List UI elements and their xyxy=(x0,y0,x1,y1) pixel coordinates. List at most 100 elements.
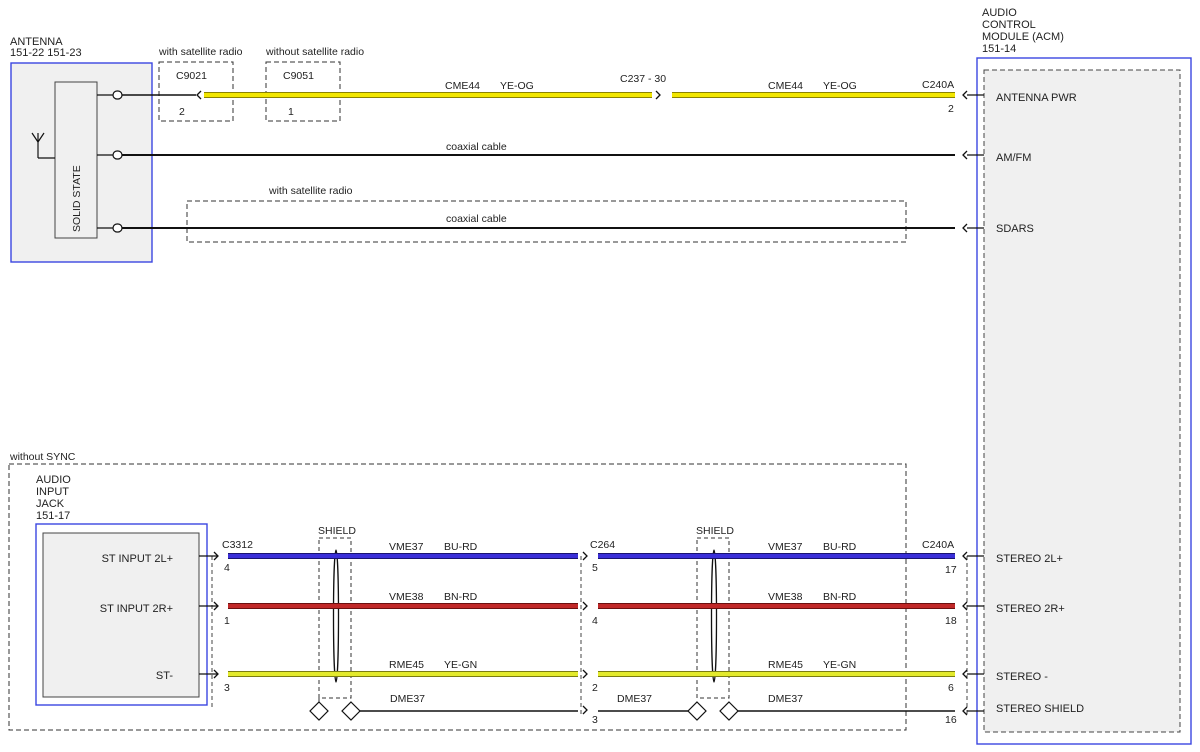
solid-state-block xyxy=(54,81,98,239)
connector-c240a-bottom-group: C240A 17 18 6 16 xyxy=(922,539,984,726)
connector-c240a-top-pin: 2 xyxy=(948,103,954,115)
connector-c237-arrow xyxy=(655,90,661,100)
without-sync-group: without SYNC AUDIO INPUT JACK 151-17 ST … xyxy=(8,451,984,731)
label-with-sat-radio-2: with satellite radio xyxy=(268,185,353,197)
wire-coax-amfm: coaxial cable xyxy=(122,141,984,160)
c3312-pin-1: 1 xyxy=(224,615,230,627)
ground-left-a-icon xyxy=(309,701,329,721)
cme44-circuit-b: CME44 xyxy=(768,80,803,92)
label-with-sat-radio: with satellite radio xyxy=(158,46,243,58)
vme37-color-b: BU-RD xyxy=(823,541,857,553)
option-boxes-top: with satellite radio C9021 2 without sat… xyxy=(158,46,364,122)
jack-title-2: INPUT xyxy=(36,486,69,498)
shield-left-label: SHIELD xyxy=(318,525,356,537)
coax-amfm-label: coaxial cable xyxy=(446,141,507,153)
jack-title-4: 151-17 xyxy=(36,510,70,522)
rme45-color-b: YE-GN xyxy=(823,659,856,671)
rme45-circuit-a: RME45 xyxy=(389,659,424,671)
label-without-sync: without SYNC xyxy=(9,451,76,463)
rme45-color-a: YE-GN xyxy=(444,659,477,671)
antenna-symbol-icon xyxy=(31,132,55,159)
box-without-sat-radio xyxy=(265,61,341,122)
c240a-pin-18: 18 xyxy=(945,615,957,627)
c264-pin-4: 4 xyxy=(592,615,598,627)
shield-left: SHIELD xyxy=(309,525,361,721)
c3312-pin-3: 3 xyxy=(224,682,230,694)
box-without-sync xyxy=(8,463,907,731)
solid-state-label: SOLID STATE xyxy=(71,165,83,232)
acm-title-3: MODULE (ACM) xyxy=(982,31,1064,43)
acm-module: AUDIO CONTROL MODULE (ACM) 151-14 ANTENN… xyxy=(976,7,1192,745)
connector-c237: C237 - 30 xyxy=(620,73,666,85)
wire-vme38: VME38 BN-RD VME38 BN-RD xyxy=(228,591,955,609)
jack-title-3: JACK xyxy=(36,498,65,510)
connector-c9051-pin: 1 xyxy=(288,106,294,118)
audio-input-jack: AUDIO INPUT JACK 151-17 ST INPUT 2L+ ST … xyxy=(35,474,208,706)
dme37-label-a: DME37 xyxy=(390,693,425,705)
acm-pin-stereo-shield: STEREO SHIELD xyxy=(996,703,1084,715)
wire-rme45: RME45 YE-GN RME45 YE-GN xyxy=(228,659,955,677)
connector-c3312: C3312 xyxy=(222,539,253,551)
connector-c9021: C9021 xyxy=(176,70,207,82)
vme37-color-a: BU-RD xyxy=(444,541,478,553)
wire-cme44: CME44 YE-OG CME44 YE-OG C237 - 30 C240A … xyxy=(122,73,984,115)
c240a-pin-17: 17 xyxy=(945,564,957,576)
acm-pin-stereo-2r: STEREO 2R+ xyxy=(996,603,1065,615)
rme45-circuit-b: RME45 xyxy=(768,659,803,671)
jack-pin-st-2r: ST INPUT 2R+ xyxy=(100,603,173,615)
acm-inner xyxy=(983,69,1181,733)
acm-pin-stereo-2l: STEREO 2L+ xyxy=(996,553,1063,565)
jack-title-1: AUDIO xyxy=(36,474,71,486)
label-without-sat-radio: without satellite radio xyxy=(265,46,364,58)
connector-c240a-top: C240A xyxy=(922,79,954,91)
c264-pin-5: 5 xyxy=(592,562,598,574)
shield-right: SHIELD xyxy=(687,525,739,721)
wire-vme37: VME37 BU-RD VME37 BU-RD xyxy=(228,541,955,559)
connector-c9021-pin: 2 xyxy=(179,106,185,118)
vme37-circuit-b: VME37 xyxy=(768,541,803,553)
cme44-color-a: YE-OG xyxy=(500,80,534,92)
ground-left-b-icon xyxy=(341,701,361,721)
acm-pin-antenna-pwr: ANTENNA PWR xyxy=(996,92,1077,104)
antenna-pin-stubs xyxy=(97,90,123,233)
coax-sdars-label: coaxial cable xyxy=(446,213,507,225)
c3312-pin-4: 4 xyxy=(224,562,230,574)
acm-title-2: CONTROL xyxy=(982,19,1036,31)
acm-pin-stereo-minus: STEREO - xyxy=(996,671,1048,683)
box-sdars-option xyxy=(186,200,907,243)
jack-pin-st-minus: ST- xyxy=(156,670,173,682)
antenna-refs: 151-22 151-23 xyxy=(10,47,82,59)
vme38-color-b: BN-RD xyxy=(823,591,857,603)
ground-right-b-icon xyxy=(719,701,739,721)
acm-title-4: 151-14 xyxy=(982,43,1016,55)
c264-pin-2: 2 xyxy=(592,682,598,694)
acm-title-1: AUDIO xyxy=(982,7,1017,19)
dme37-label-b: DME37 xyxy=(617,693,652,705)
ground-right-a-icon xyxy=(687,701,707,721)
vme38-circuit-b: VME38 xyxy=(768,591,803,603)
c240a-pin-6: 6 xyxy=(948,682,954,694)
wire-dme37: DME37 DME37 DME37 xyxy=(360,693,955,712)
jack-pin-st-2l: ST INPUT 2L+ xyxy=(102,553,173,565)
connector-c264-group: C264 5 4 2 3 xyxy=(580,539,615,726)
cme44-color-b: YE-OG xyxy=(823,80,857,92)
wire-coax-sdars: with satellite radio coaxial cable xyxy=(122,185,984,243)
c240a-pin-16: 16 xyxy=(945,714,957,726)
c264-pin-3: 3 xyxy=(592,714,598,726)
connector-c264: C264 xyxy=(590,539,615,551)
vme38-color-a: BN-RD xyxy=(444,591,478,603)
shield-right-label: SHIELD xyxy=(696,525,734,537)
connector-c9051: C9051 xyxy=(283,70,314,82)
vme38-circuit-a: VME38 xyxy=(389,591,424,603)
vme37-circuit-a: VME37 xyxy=(389,541,424,553)
connector-c3312-group: C3312 4 1 3 xyxy=(199,539,253,708)
jack-inner xyxy=(42,532,200,698)
acm-pin-am-fm: AM/FM xyxy=(996,152,1031,164)
cme44-circuit-a: CME44 xyxy=(445,80,480,92)
dme37-label-c: DME37 xyxy=(768,693,803,705)
box-with-sat-radio xyxy=(158,61,234,122)
connector-c240a-bottom: C240A xyxy=(922,539,954,551)
antenna-title: ANTENNA xyxy=(10,36,63,48)
acm-pin-sdars: SDARS xyxy=(996,223,1034,235)
